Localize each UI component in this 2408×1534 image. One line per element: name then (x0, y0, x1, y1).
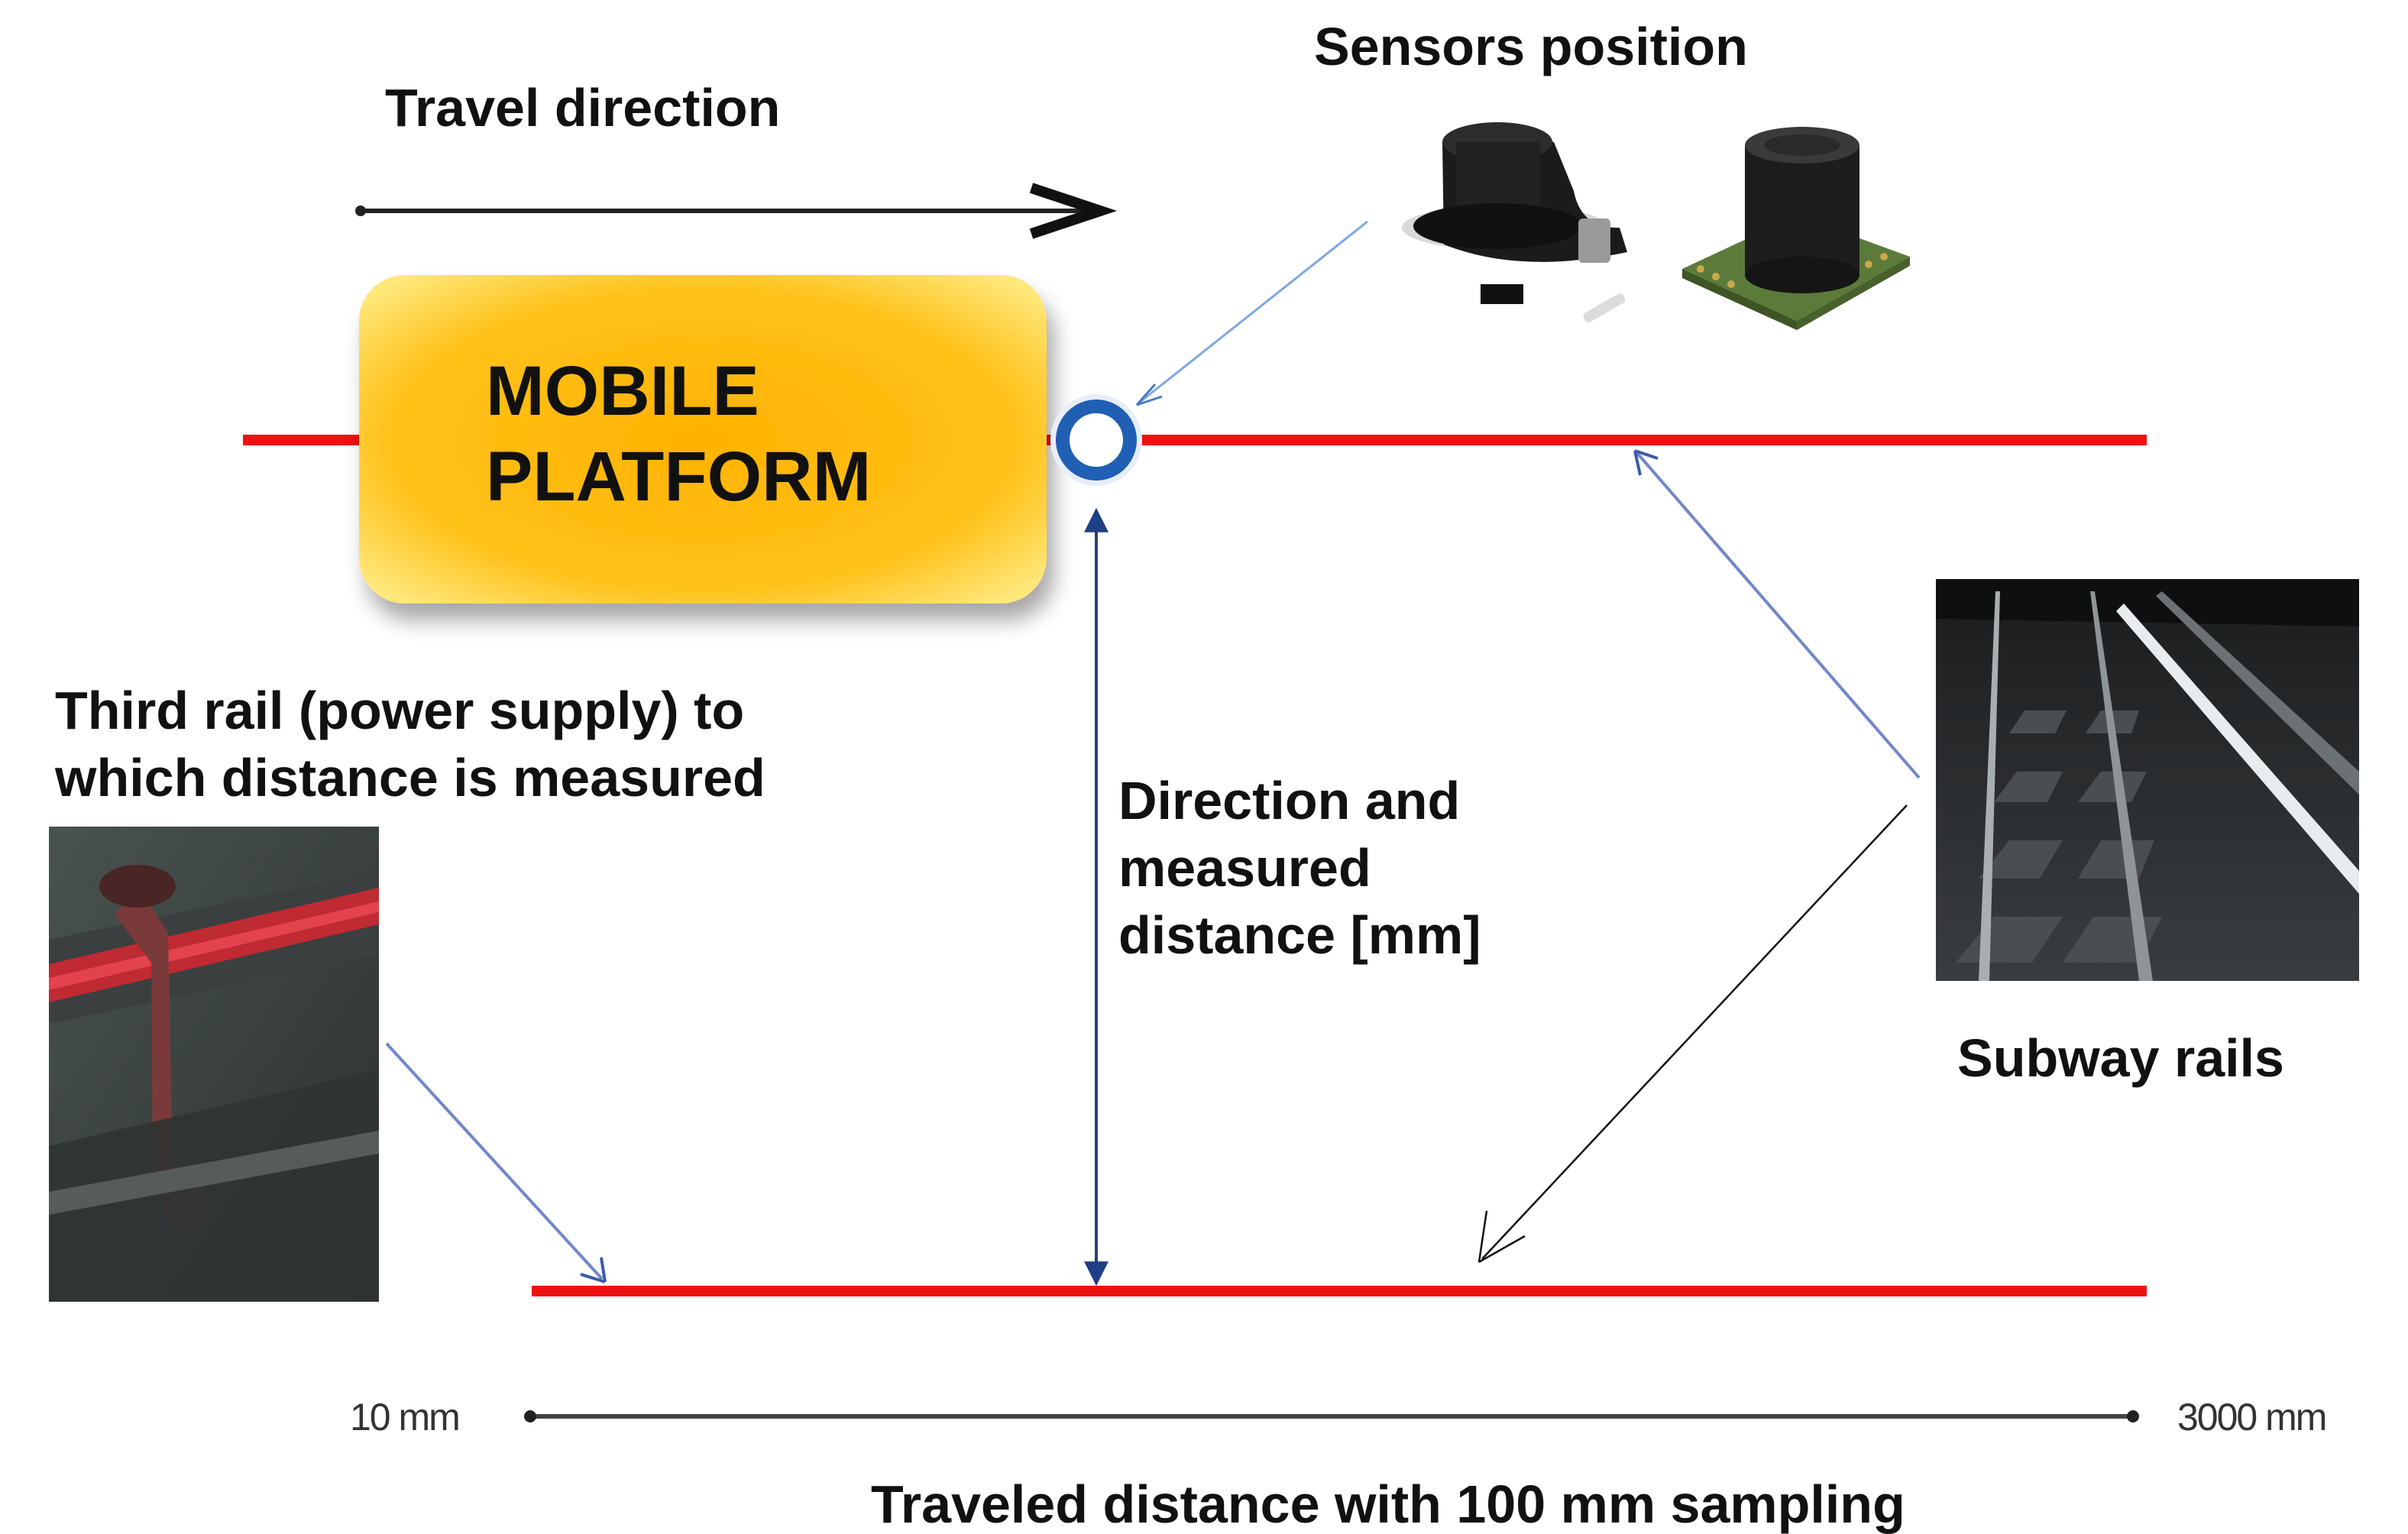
mobile-platform-label: MOBILE PLATFORM (486, 348, 871, 519)
subway-rails-photo (1936, 579, 2359, 981)
mobile-platform-box (359, 275, 1047, 604)
sensor-ring-icon (1050, 394, 1142, 486)
measured-distance-label: Direction and measured distance [mm] (1118, 767, 1481, 969)
traveled-distance-axis (524, 1410, 2139, 1422)
measured-line-1: Direction and (1118, 771, 1461, 830)
distance-end-label: 3000 mm (2177, 1396, 2327, 1439)
third-rail-line-1: Third rail (power supply) to (55, 681, 745, 740)
travel-direction-arrow (355, 183, 1118, 239)
subway-rail-pointer-arrow (1633, 449, 1921, 779)
subway-rail-lower-pointer-arrow (1477, 804, 1908, 1264)
ultrasonic-sensor-photo (1682, 127, 1910, 330)
lidar-sensor-photo (1402, 122, 1627, 322)
third-rail-label: Third rail (power supply) to which dista… (55, 677, 765, 811)
measured-line-3: distance [mm] (1118, 905, 1481, 966)
third-rail-pointer-arrow (385, 1042, 607, 1283)
platform-line-1: MOBILE (486, 352, 759, 430)
platform-line-2: PLATFORM (486, 438, 872, 516)
measured-line-2: measured (1118, 838, 1371, 898)
traveled-distance-label: Traveled distance with 100 mm sampling (871, 1474, 1905, 1534)
distance-start-label: 10 mm (350, 1396, 461, 1439)
third-rail-photo (49, 827, 379, 1302)
subway-rails-label: Subway rails (1957, 1028, 2284, 1088)
third-rail-line-2: which distance is measured (55, 748, 765, 808)
sensors-position-label: Sensors position (1314, 17, 1748, 76)
sensor-pointer-arrow (1135, 220, 1368, 406)
travel-direction-label: Travel direction (385, 78, 781, 138)
